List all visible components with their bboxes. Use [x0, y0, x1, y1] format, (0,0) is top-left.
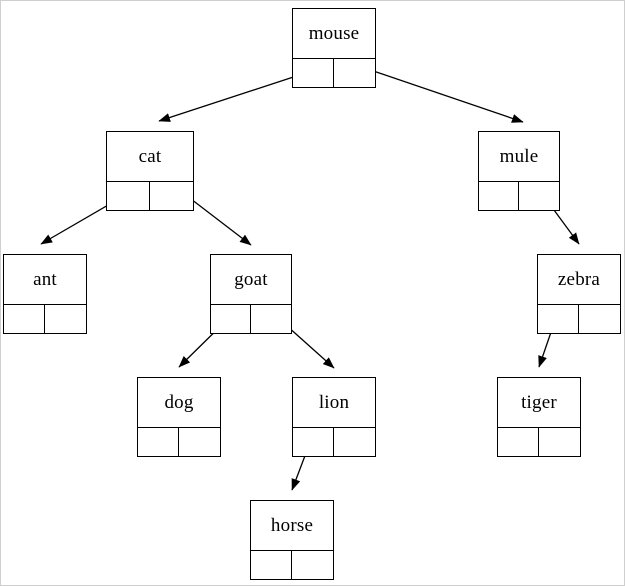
tree-node-left-pointer[interactable]	[293, 59, 334, 87]
tree-node-mouse[interactable]: mouse	[292, 8, 376, 88]
tree-node-zebra[interactable]: zebra	[537, 254, 621, 334]
tree-node-right-pointer[interactable]	[334, 428, 375, 456]
tree-node-left-pointer[interactable]	[251, 551, 292, 579]
tree-node-pointer-cells	[479, 182, 559, 210]
tree-node-label: dog	[138, 378, 220, 428]
tree-node-right-pointer[interactable]	[150, 182, 193, 210]
tree-node-label: cat	[107, 132, 193, 182]
tree-node-label: zebra	[538, 255, 620, 305]
tree-node-label: mule	[479, 132, 559, 182]
tree-node-right-pointer[interactable]	[179, 428, 220, 456]
tree-node-label: horse	[251, 501, 333, 551]
tree-node-mule[interactable]: mule	[478, 131, 560, 211]
tree-node-left-pointer[interactable]	[211, 305, 251, 333]
tree-node-right-pointer[interactable]	[579, 305, 620, 333]
tree-node-right-pointer[interactable]	[539, 428, 580, 456]
tree-node-left-pointer[interactable]	[293, 428, 334, 456]
tree-node-left-pointer[interactable]	[498, 428, 539, 456]
tree-node-pointer-cells	[4, 305, 86, 333]
tree-node-pointer-cells	[498, 428, 580, 456]
tree-edge-mouse-to-mule	[352, 63, 524, 123]
tree-node-left-pointer[interactable]	[4, 305, 45, 333]
tree-node-left-pointer[interactable]	[538, 305, 579, 333]
tree-node-pointer-cells	[107, 182, 193, 210]
tree-node-label: lion	[293, 378, 375, 428]
tree-node-label: goat	[211, 255, 291, 305]
tree-node-right-pointer[interactable]	[334, 59, 375, 87]
tree-node-left-pointer[interactable]	[107, 182, 150, 210]
tree-node-pointer-cells	[138, 428, 220, 456]
tree-node-right-pointer[interactable]	[292, 551, 333, 579]
tree-node-label: mouse	[293, 9, 375, 59]
tree-node-goat[interactable]: goat	[210, 254, 292, 334]
tree-node-pointer-cells	[293, 428, 375, 456]
tree-node-dog[interactable]: dog	[137, 377, 221, 457]
tree-node-pointer-cells	[538, 305, 620, 333]
tree-node-pointer-cells	[293, 59, 375, 87]
tree-node-label: tiger	[498, 378, 580, 428]
tree-node-lion[interactable]: lion	[292, 377, 376, 457]
tree-node-label: ant	[4, 255, 86, 305]
tree-node-right-pointer[interactable]	[251, 305, 291, 333]
tree-node-left-pointer[interactable]	[138, 428, 179, 456]
tree-node-right-pointer[interactable]	[519, 182, 559, 210]
tree-node-left-pointer[interactable]	[479, 182, 519, 210]
tree-node-cat[interactable]: cat	[106, 131, 194, 211]
tree-node-horse[interactable]: horse	[250, 500, 334, 580]
tree-node-pointer-cells	[211, 305, 291, 333]
tree-node-tiger[interactable]: tiger	[497, 377, 581, 457]
tree-node-ant[interactable]: ant	[3, 254, 87, 334]
tree-node-pointer-cells	[251, 551, 333, 579]
tree-node-right-pointer[interactable]	[45, 305, 86, 333]
